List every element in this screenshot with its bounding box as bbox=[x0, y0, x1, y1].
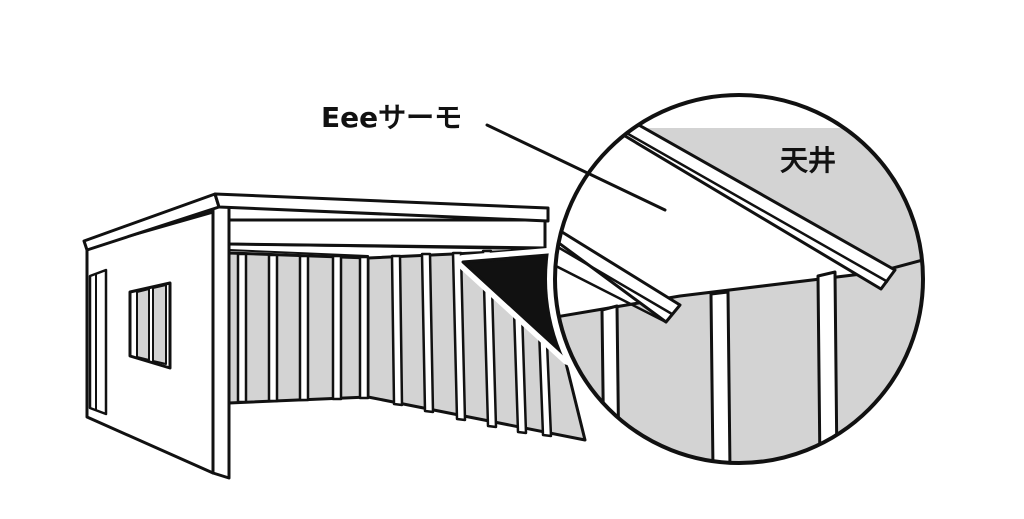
detail-circle bbox=[547, 87, 931, 471]
insulation-leader-line bbox=[485, 123, 667, 212]
insulation-label: Eeeサーモ bbox=[321, 101, 462, 134]
building bbox=[82, 192, 587, 480]
front-roof-fascia bbox=[213, 192, 550, 223]
door bbox=[88, 268, 108, 416]
ceiling-label: 天井 bbox=[780, 144, 836, 177]
window bbox=[128, 281, 172, 370]
back-wall-studs bbox=[236, 252, 370, 404]
detail-wall-studs bbox=[600, 270, 839, 463]
back-wall bbox=[227, 251, 370, 405]
corner-post bbox=[211, 204, 231, 480]
